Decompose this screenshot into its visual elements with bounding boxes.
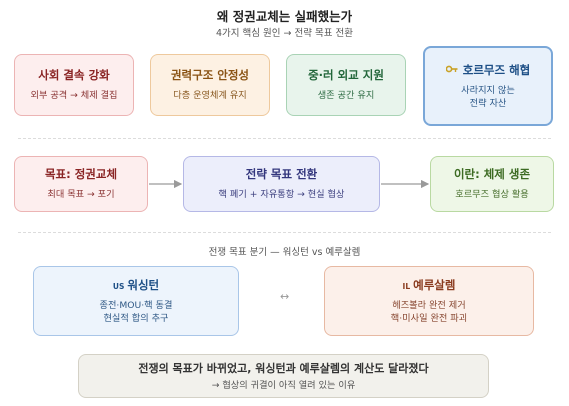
washington-desc: 종전·MOU·핵 동결 현실적 합의 추구 (100, 300, 173, 325)
cause-desc-line: 전략 자산 (469, 97, 507, 109)
flow-desc: 핵 폐기 + 자유통항 → 현실 협상 (218, 189, 345, 201)
flow-title: 목표: 정권교체 (44, 167, 118, 182)
divergence-label: 전쟁 목표 분기 — 워싱턴 vs 예루살렘 (208, 247, 361, 258)
washington-desc-line: 종전·MOU·핵 동결 (99, 300, 173, 312)
cause-desc-line: 사라지지 않는 (461, 85, 515, 97)
us-tag: US (112, 282, 125, 292)
flow-title: 이란: 체제 생존 (453, 167, 531, 182)
cause-desc: 다층 운영체계 유지 (173, 90, 247, 102)
jerusalem-desc-line: 핵·미사일 완전 파괴 (390, 312, 468, 324)
cause-title: 권력구조 안정성 (170, 68, 250, 83)
versus-connector: ↔ (280, 290, 290, 303)
flow-card-iran-survival: 이란: 체제 생존 호르무즈 협상 활용 (430, 156, 554, 212)
cause-desc: 생존 공간 유지 (317, 90, 375, 102)
cause-desc: 외부 공격 → 체제 결집 (30, 90, 118, 102)
flow-card-strategy-shift: 전략 목표 전환 핵 폐기 + 자유통항 → 현실 협상 (183, 156, 380, 212)
cause-card-social: 사회 결속 강화 외부 공격 → 체제 결집 (14, 54, 134, 116)
flow-desc: 호르무즈 협상 활용 (455, 189, 529, 201)
divider (18, 232, 551, 233)
key-icon (445, 63, 458, 77)
flow-desc: 최대 목표 → 포기 (47, 189, 115, 201)
diagram-subtitle: 4가지 핵심 원인 → 전략 목표 전환 (215, 28, 353, 39)
jerusalem-title: 예루살렘 (413, 278, 456, 293)
cause-title: 호르무즈 해협 (462, 63, 531, 78)
conclusion-card: 전쟁의 목표가 바뀌었고, 워싱턴과 예루살렘의 계산도 달라졌다 → 협상의 … (78, 354, 489, 398)
flow-title: 전략 목표 전환 (245, 167, 318, 182)
washington-title: 워싱턴 (127, 278, 160, 293)
cause-card-diplomacy: 중·러 외교 지원 생존 공간 유지 (286, 54, 406, 116)
cause-title: 중·러 외교 지원 (308, 68, 384, 83)
conclusion-title: 전쟁의 목표가 바뀌었고, 워싱턴과 예루살렘의 계산도 달라졌다 (138, 361, 429, 375)
flow-card-regime-change: 목표: 정권교체 최대 목표 → 포기 (14, 156, 148, 212)
diagram-title: 왜 정권교체는 실패했는가 (216, 9, 353, 24)
cause-title-row: 호르무즈 해협 (445, 62, 531, 78)
cause-desc: 사라지지 않는 전략 자산 (461, 85, 515, 110)
divider (18, 138, 551, 139)
cause-card-hormuz: 호르무즈 해협 사라지지 않는 전략 자산 (423, 46, 553, 126)
il-tag: IL (402, 282, 411, 292)
conclusion-desc: → 협상의 귀결이 아직 열려 있는 이유 (211, 379, 356, 391)
cause-title: 사회 결속 강화 (38, 68, 110, 83)
washington-desc-line: 현실적 합의 추구 (103, 312, 169, 324)
cause-card-power: 권력구조 안정성 다층 운영체계 유지 (150, 54, 270, 116)
jerusalem-desc-line: 헤즈볼라 완전 제거 (392, 300, 466, 312)
jerusalem-desc: 헤즈볼라 완전 제거 핵·미사일 완전 파괴 (391, 300, 467, 325)
